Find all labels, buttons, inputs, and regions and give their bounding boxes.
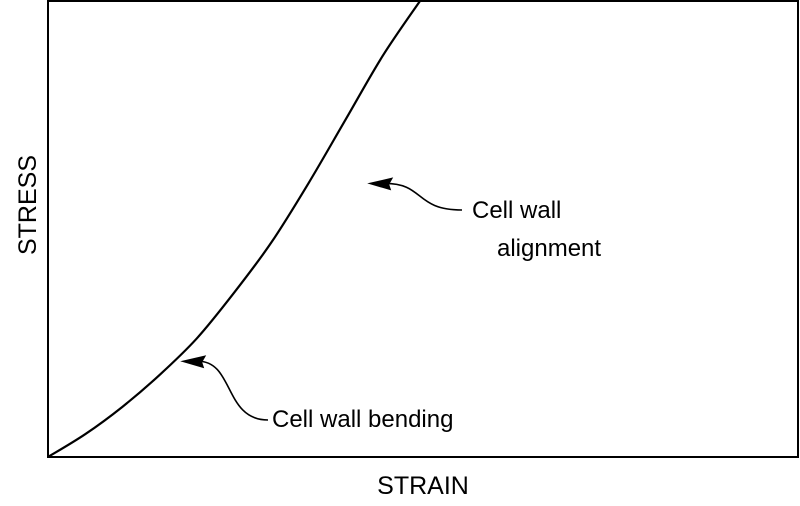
bending-arrowhead — [180, 355, 207, 369]
plot-frame — [47, 0, 799, 458]
alignment-arrow — [385, 182, 463, 211]
y-axis-label: STRESS — [14, 155, 42, 255]
annotation-cell-wall-alignment-line2: alignment — [497, 235, 601, 262]
stress-strain-curve — [47, 0, 421, 458]
alignment-arrowhead — [367, 177, 394, 191]
annotation-cell-wall-alignment-line1: Cell wall — [472, 197, 561, 224]
x-axis-label: STRAIN — [377, 472, 469, 500]
bending-arrow — [198, 360, 269, 421]
annotation-cell-wall-bending: Cell wall bending — [272, 406, 453, 433]
